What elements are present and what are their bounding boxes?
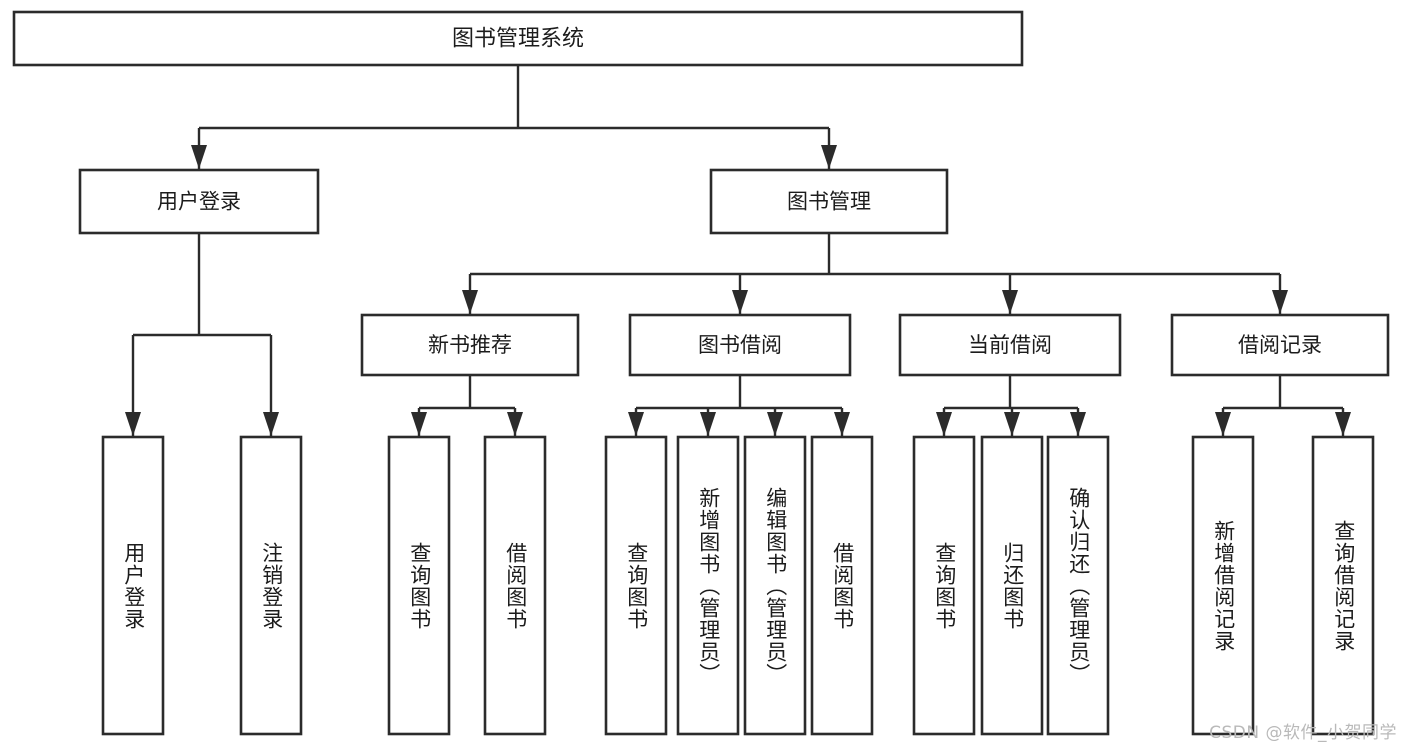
node-leaf-edit-book[interactable] bbox=[743, 435, 807, 736]
arrow-head-icon bbox=[191, 145, 207, 169]
node-leaf-confirm-return[interactable] bbox=[1046, 435, 1110, 736]
node-current-borrow[interactable] bbox=[898, 313, 1122, 377]
node-leaf-borrow-book-1[interactable] bbox=[483, 435, 547, 736]
arrow-head-icon bbox=[1272, 290, 1288, 314]
node-book-manage[interactable] bbox=[709, 168, 949, 235]
node-leaf-borrow-book-2[interactable] bbox=[810, 435, 874, 736]
arrow-head-icon bbox=[1004, 412, 1020, 436]
node-label-new-book-rec: 新书推荐 bbox=[428, 333, 512, 357]
node-book-borrow[interactable] bbox=[628, 313, 852, 377]
node-leaf-return-book[interactable] bbox=[980, 435, 1044, 736]
node-user-login[interactable] bbox=[78, 168, 320, 235]
arrow-head-icon bbox=[1335, 412, 1351, 436]
arrow-head-icon bbox=[507, 412, 523, 436]
node-borrow-record[interactable] bbox=[1170, 313, 1390, 377]
node-leaf-user-login[interactable] bbox=[101, 435, 165, 736]
arrow-head-icon bbox=[936, 412, 952, 436]
node-root-book-management-system[interactable] bbox=[12, 10, 1024, 67]
arrow-head-icon bbox=[462, 290, 478, 314]
node-leaf-query-book-1[interactable] bbox=[387, 435, 451, 736]
node-label-book-borrow: 图书借阅 bbox=[698, 333, 782, 357]
arrow-head-icon bbox=[821, 145, 837, 169]
arrow-head-icon bbox=[834, 412, 850, 436]
node-leaf-logout[interactable] bbox=[239, 435, 303, 736]
arrow-head-icon bbox=[732, 290, 748, 314]
arrow-head-icon bbox=[700, 412, 716, 436]
arrow-head-icon bbox=[1215, 412, 1231, 436]
arrow-head-icon bbox=[125, 412, 141, 436]
node-label-user-login: 用户登录 bbox=[157, 190, 241, 214]
node-label-root: 图书管理系统 bbox=[452, 27, 584, 52]
node-label-book-manage: 图书管理 bbox=[787, 190, 871, 214]
arrow-head-icon bbox=[767, 412, 783, 436]
arrow-head-icon bbox=[628, 412, 644, 436]
node-leaf-query-record[interactable] bbox=[1311, 435, 1375, 736]
node-leaf-add-book[interactable] bbox=[676, 435, 740, 736]
node-leaf-query-book-2[interactable] bbox=[604, 435, 668, 736]
node-leaf-add-record[interactable] bbox=[1191, 435, 1255, 736]
arrow-head-icon bbox=[1070, 412, 1086, 436]
node-label-borrow-record: 借阅记录 bbox=[1238, 333, 1322, 357]
watermark: CSDN @软件_小贺同学 bbox=[1209, 723, 1397, 743]
arrow-head-icon bbox=[1002, 290, 1018, 314]
node-label-current-borrow: 当前借阅 bbox=[968, 333, 1052, 357]
connector-group bbox=[125, 65, 1351, 436]
node-leaf-query-book-3[interactable] bbox=[912, 435, 976, 736]
arrow-head-icon bbox=[263, 412, 279, 436]
node-new-book-rec[interactable] bbox=[360, 313, 580, 377]
arrow-head-icon bbox=[411, 412, 427, 436]
